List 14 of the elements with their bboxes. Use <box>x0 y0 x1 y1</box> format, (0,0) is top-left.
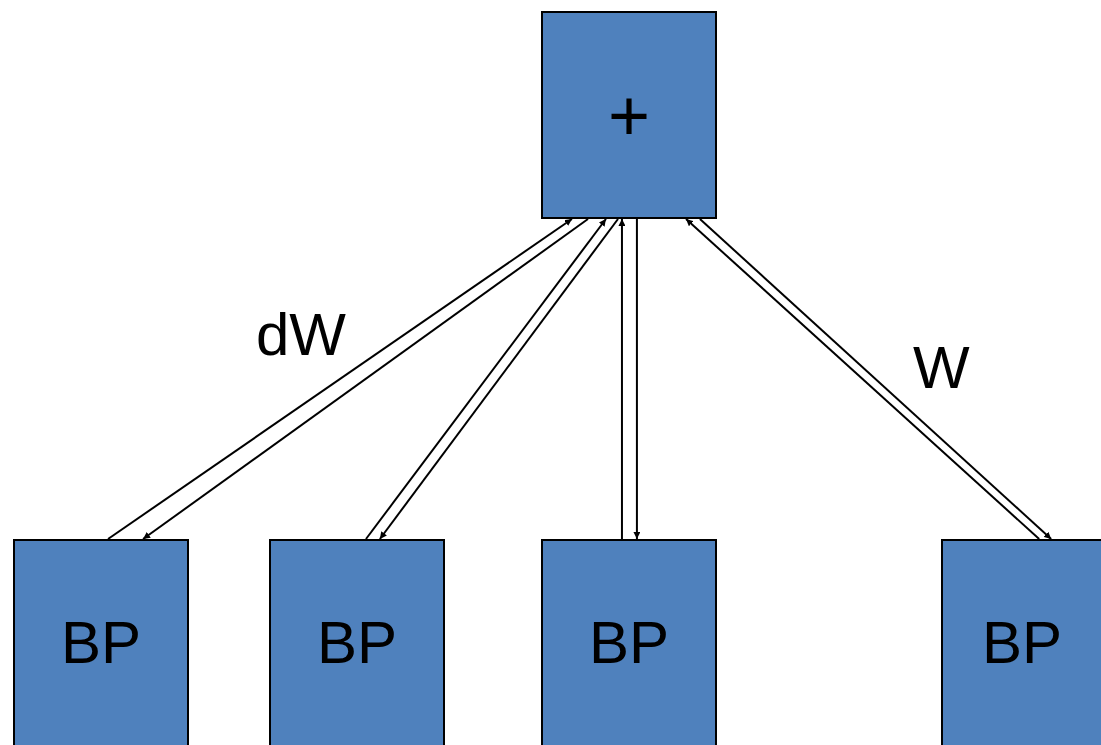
block-box <box>541 11 717 219</box>
arrow <box>633 218 641 540</box>
block-box <box>541 539 717 745</box>
block-label: BP <box>981 613 1062 673</box>
block-label: BP <box>588 613 669 673</box>
block-label: + <box>607 79 650 151</box>
signal-label: dW <box>256 305 346 365</box>
block-box <box>13 539 189 745</box>
arrow <box>618 218 626 540</box>
signal-label: W <box>913 338 970 398</box>
block-label: BP <box>316 613 397 673</box>
block-box <box>941 539 1101 745</box>
block-label: BP <box>60 613 141 673</box>
block-box <box>269 539 445 745</box>
